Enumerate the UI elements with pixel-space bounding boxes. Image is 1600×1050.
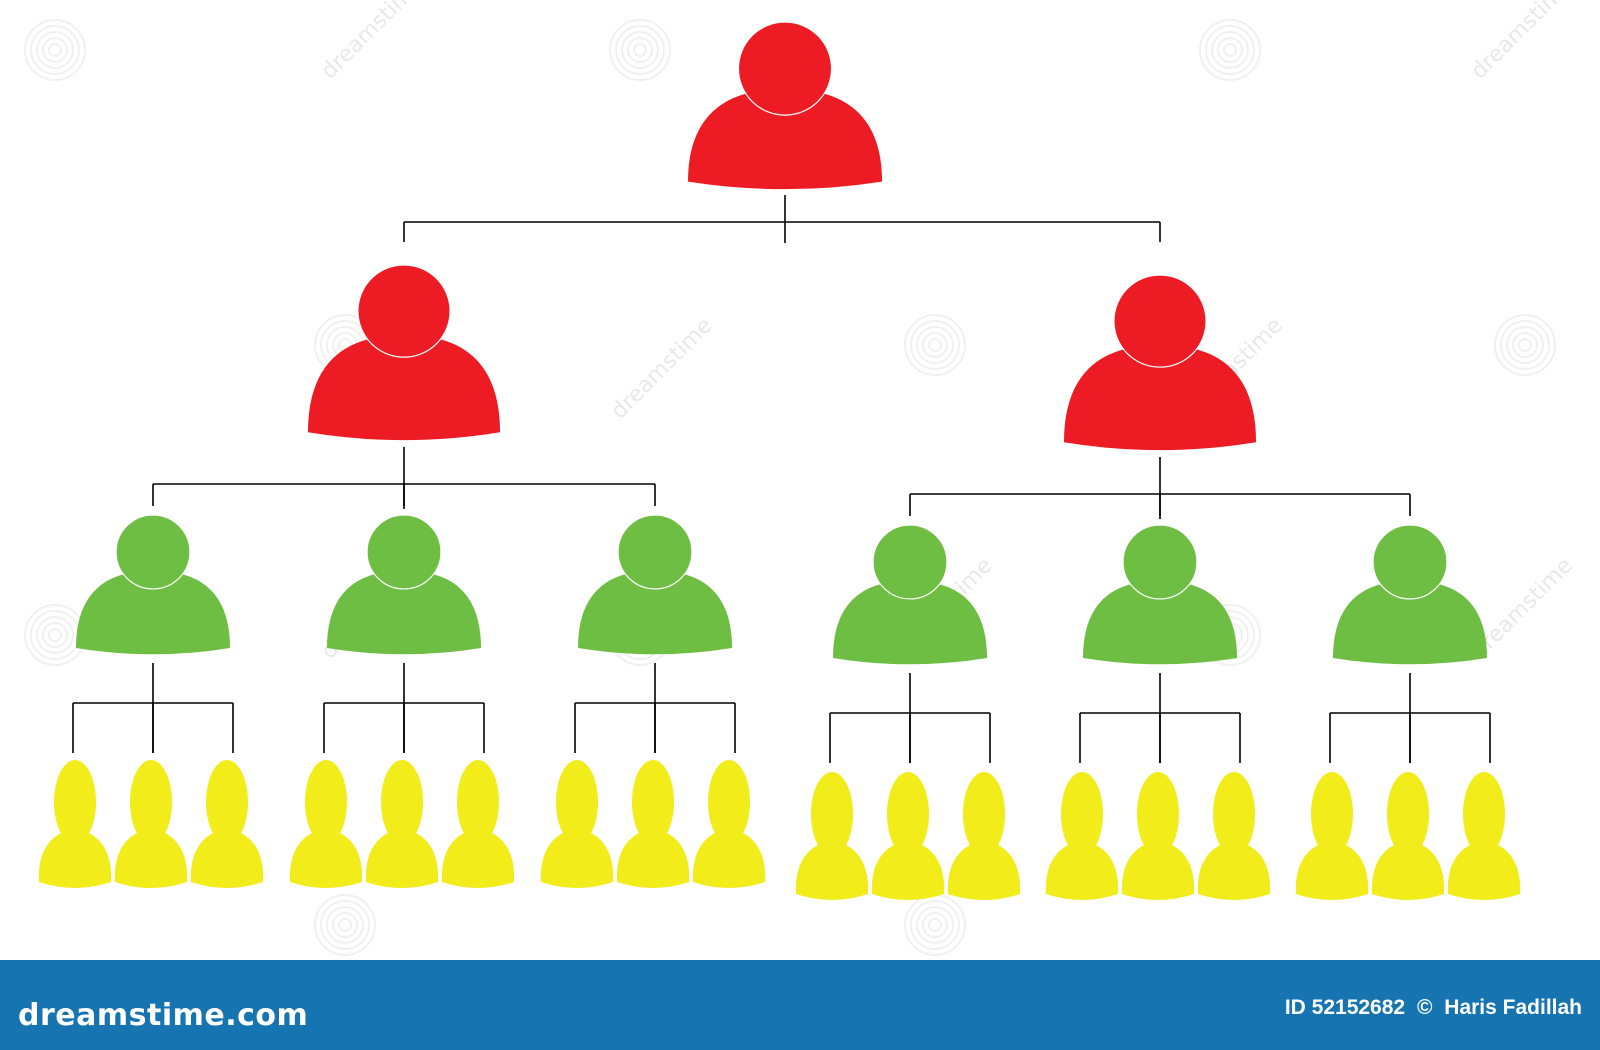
- yellow-person-icon: [190, 760, 264, 888]
- watermark-text: dreamstime: [317, 0, 428, 84]
- yellow-person-icon: [1447, 772, 1521, 900]
- watermark-spiral-icon: [24, 19, 86, 81]
- green-person-icon: [833, 524, 987, 665]
- yellow-person-icon: [616, 760, 690, 888]
- yellow-person-icon: [1045, 772, 1119, 900]
- green-person-icon: [76, 514, 230, 655]
- footer-logo[interactable]: dreamstime.com: [18, 998, 309, 1033]
- red-person-icon: [308, 264, 500, 441]
- watermark-spiral-icon: [904, 894, 966, 956]
- node-layer: [38, 21, 1521, 900]
- red-person-icon: [688, 21, 882, 190]
- watermark-spiral-icon: [609, 19, 671, 81]
- copyright-symbol: ©: [1416, 996, 1433, 1019]
- yellow-person-icon: [1197, 772, 1271, 900]
- watermark-spiral-icon: [904, 314, 966, 376]
- yellow-person-icon: [947, 772, 1021, 900]
- watermark-spiral-icon: [1199, 19, 1261, 81]
- yellow-person-icon: [1295, 772, 1369, 900]
- yellow-person-icon: [365, 760, 439, 888]
- footer-bar: dreamstime.com ID 52152682 © Haris Fadil…: [0, 960, 1600, 1050]
- yellow-person-icon: [289, 760, 363, 888]
- yellow-person-icon: [540, 760, 614, 888]
- author-name: Haris Fadillah: [1444, 996, 1582, 1019]
- footer-credit: ID 52152682 © Haris Fadillah: [1285, 996, 1582, 1020]
- watermark-spiral-icon: [314, 894, 376, 956]
- yellow-person-icon: [692, 760, 766, 888]
- yellow-person-icon: [441, 760, 515, 888]
- watermark-spiral-icon: [1494, 314, 1556, 376]
- yellow-person-icon: [871, 772, 945, 900]
- yellow-person-icon: [38, 760, 112, 888]
- green-person-icon: [578, 514, 732, 655]
- image-id: ID 52152682: [1284, 996, 1406, 1019]
- watermark-spiral-icon: [24, 604, 86, 666]
- red-person-icon: [1064, 274, 1256, 451]
- connector-layer: [72, 195, 1491, 763]
- yellow-person-icon: [795, 772, 869, 900]
- green-person-icon: [1083, 524, 1237, 665]
- watermark-text: dreamstime: [1467, 0, 1578, 84]
- yellow-person-icon: [1371, 772, 1445, 900]
- yellow-person-icon: [114, 760, 188, 888]
- green-person-icon: [327, 514, 481, 655]
- watermark-text: dreamstime: [607, 313, 718, 424]
- green-person-icon: [1333, 524, 1487, 665]
- yellow-person-icon: [1121, 772, 1195, 900]
